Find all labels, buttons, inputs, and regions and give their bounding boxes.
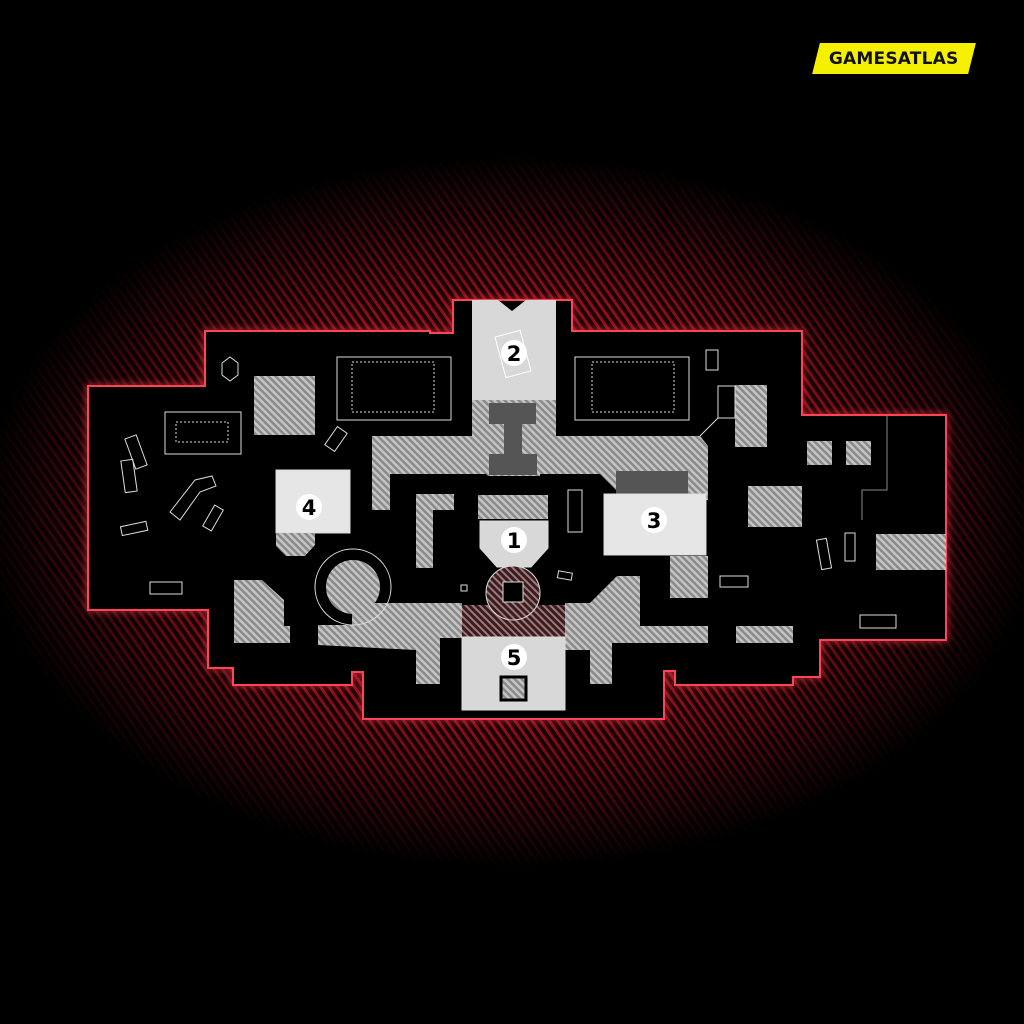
- objective-marker-3[interactable]: 3: [641, 507, 667, 533]
- objective-markers: 1 2 3 4 5: [296, 340, 667, 670]
- marker-label: 1: [507, 529, 522, 553]
- objective-marker-5[interactable]: 5: [501, 644, 527, 670]
- objective-marker-4[interactable]: 4: [296, 494, 322, 520]
- room-outline: [336, 356, 452, 421]
- marker-label: 4: [302, 496, 317, 520]
- logo-text: GAMESATLAS: [829, 48, 959, 69]
- round-structure: [314, 548, 392, 626]
- objective-marker-2[interactable]: 2: [501, 340, 527, 366]
- objective-marker-1[interactable]: 1: [501, 527, 527, 553]
- gamesatlas-logo[interactable]: GAMESATLAS: [812, 43, 976, 74]
- room-outline: [574, 356, 690, 421]
- map-structures: [119, 300, 946, 711]
- marker-label: 2: [507, 342, 522, 366]
- marker-label: 5: [507, 646, 522, 670]
- marker-label: 3: [647, 509, 662, 533]
